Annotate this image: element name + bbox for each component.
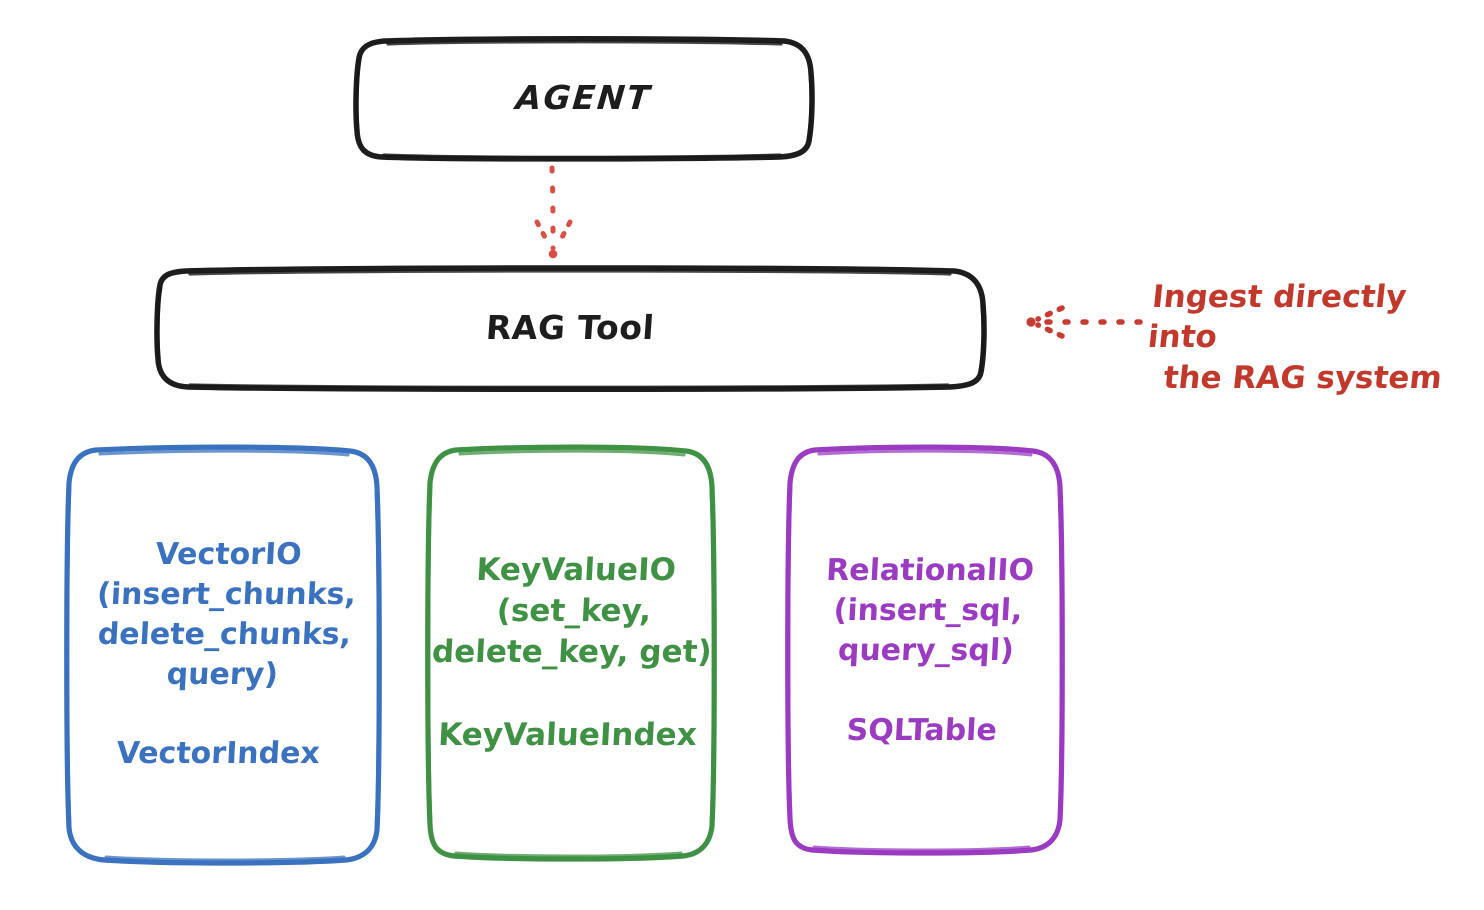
key-value-io-node-label: KeyValueIO (set_key, delete_key, get) Ke… [430, 551, 713, 753]
key-value-io-box-overstroke [427, 449, 715, 858]
agent-node[interactable]: AGENT [357, 40, 810, 157]
key-value-io-node[interactable]: KeyValueIO (set_key, delete_key, get) Ke… [430, 448, 713, 858]
agent-to-rag-tool-arrow [534, 165, 573, 259]
ingest-note-line2: the RAG system [1161, 359, 1444, 396]
vector-io-box-overstroke [66, 449, 380, 862]
agent-node-label: AGENT [514, 78, 653, 118]
agent-box-outline-overstroke [355, 40, 813, 159]
relational-io-node[interactable]: RelationalIO (insert_sql, query_sql) SQL… [790, 448, 1061, 853]
vector-io-node[interactable]: VectorIO (insert_chunks, delete_chunks, … [68, 448, 378, 862]
ingest-note-line1: Ingest directly into [1146, 279, 1409, 356]
rag-tool-node[interactable]: RAG Tool [157, 270, 983, 387]
relational-io-box-overstroke [787, 449, 1063, 852]
ingest-note-arrow [1026, 305, 1143, 339]
relational-io-node-label: RelationalIO (insert_sql, query_sql) SQL… [824, 552, 1035, 748]
vector-io-node-label: VectorIO (insert_chunks, delete_chunks, … [95, 537, 357, 772]
rag-tool-box-outline-overstroke [156, 269, 985, 389]
rag-tool-node-label: RAG Tool [484, 308, 656, 348]
